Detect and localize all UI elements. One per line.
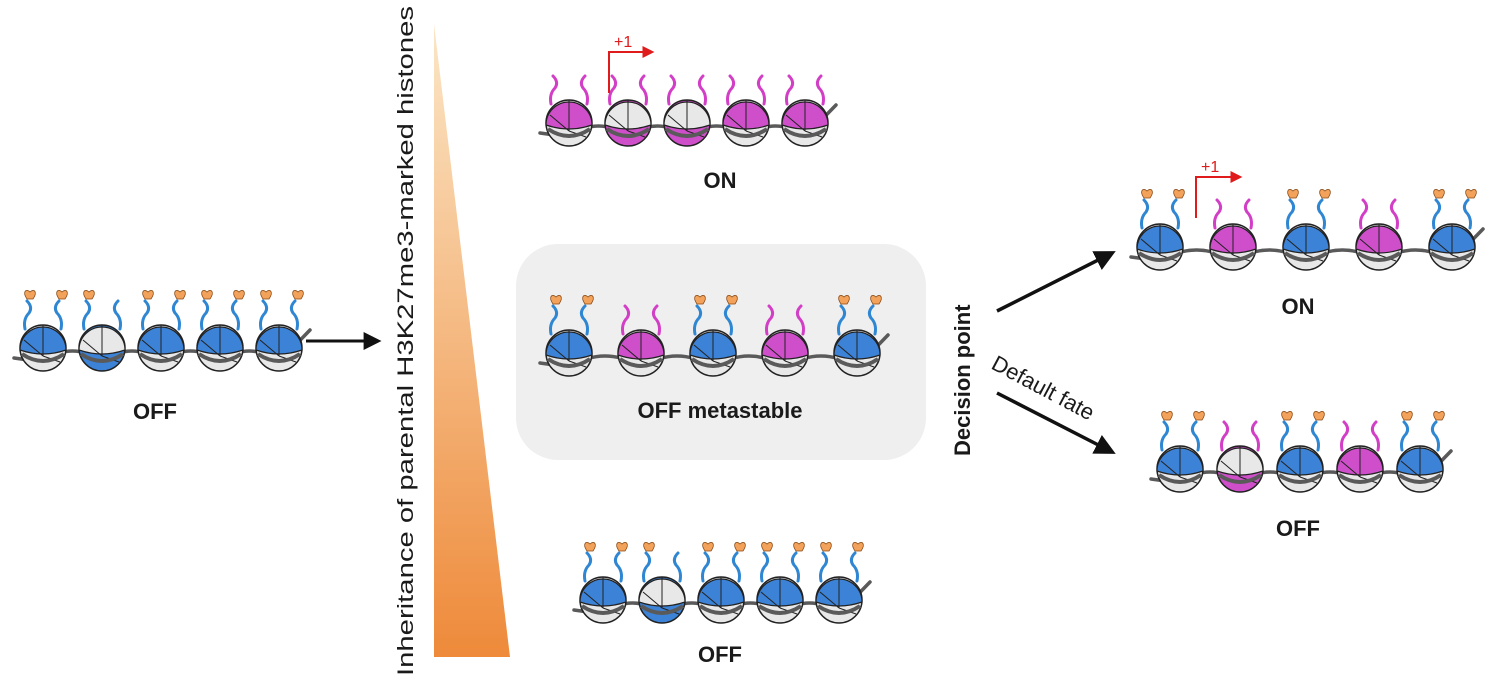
decision-on-arrow <box>996 251 1116 313</box>
nucleosome-on-3 <box>663 74 711 147</box>
nucleosome-decision_off-2 <box>1216 420 1264 493</box>
nucleosome-off-2 <box>638 542 686 624</box>
nucleosome-decision_on-3 <box>1282 189 1331 271</box>
decision-off-label: OFF <box>1276 516 1320 541</box>
nucleosome-on-5 <box>781 74 829 147</box>
nucleosome-off-5 <box>815 542 864 624</box>
initial-off-label: OFF <box>133 399 177 424</box>
nucleosome-decision_on-1 <box>1136 189 1185 271</box>
tss-arrow-on: +1 <box>608 34 655 93</box>
nucleosome-initial-3 <box>137 290 186 372</box>
tss-label-on: +1 <box>614 34 632 51</box>
nucleosome-decision_on-5 <box>1428 189 1477 271</box>
inheritance-gradient-wedge <box>434 24 510 657</box>
nucleosome-on-2 <box>604 74 652 147</box>
nucleosome-decision_on-2 <box>1209 198 1257 271</box>
nucleosome-on-1 <box>545 74 593 147</box>
nucleosome-decision_on-4 <box>1355 198 1403 271</box>
nucleosome-metastable-5 <box>833 295 882 377</box>
off-state-label: OFF <box>698 642 742 667</box>
nucleosome-metastable-3 <box>689 295 738 377</box>
tss-label-decision-on: +1 <box>1201 159 1219 176</box>
nucleosome-initial-1 <box>19 290 68 372</box>
nucleosome-decision_off-3 <box>1276 411 1325 493</box>
tss-arrow-decision-on: +1 <box>1195 159 1243 218</box>
nucleosome-off-1 <box>579 542 628 624</box>
decision-point-label: Decision point <box>950 304 975 456</box>
nucleosome-initial-2 <box>78 290 126 372</box>
nucleosome-metastable-1 <box>545 295 594 377</box>
decision-off-arrow <box>996 391 1116 454</box>
chromatin-fibers <box>12 74 1485 624</box>
nucleosome-on-4 <box>722 74 770 147</box>
inheritance-gradient-label: Inheritance of parental H3K27me3-marked … <box>393 6 418 676</box>
default-fate-label: Default fate <box>988 350 1099 425</box>
nucleosome-decision_off-1 <box>1156 411 1205 493</box>
nucleosome-metastable-4 <box>761 304 809 377</box>
nucleosome-metastable-2 <box>617 304 665 377</box>
decision-on-label: ON <box>1282 294 1315 319</box>
metastable-state-label: OFF metastable <box>637 398 802 423</box>
nucleosome-off-4 <box>756 542 805 624</box>
on-state-label: ON <box>704 168 737 193</box>
nucleosome-initial-4 <box>196 290 245 372</box>
nucleosome-initial-5 <box>255 290 304 372</box>
nucleosome-off-3 <box>697 542 746 624</box>
nucleosome-decision_off-4 <box>1336 420 1384 493</box>
nucleosome-decision_off-5 <box>1396 411 1445 493</box>
